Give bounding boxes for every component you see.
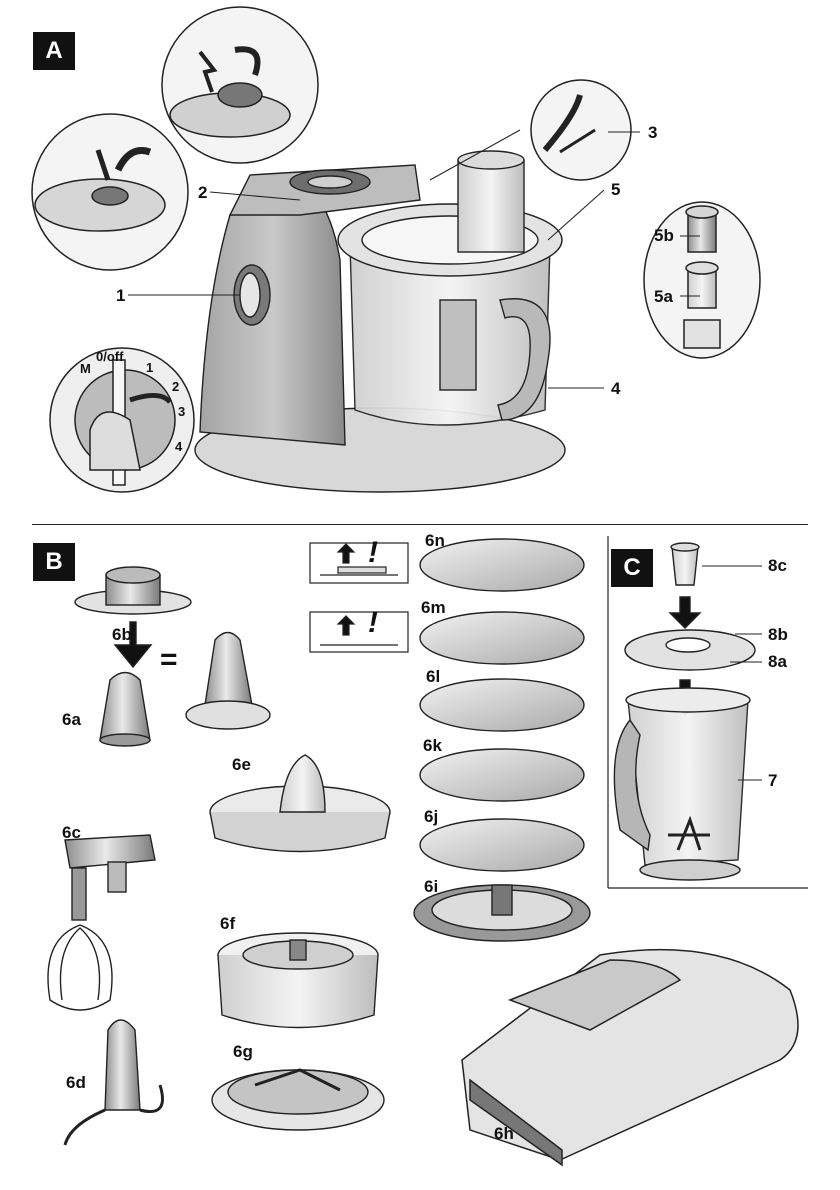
label-6i: 6i (424, 877, 439, 896)
blender-attachment (613, 542, 756, 881)
label-6j: 6j (424, 807, 439, 826)
detail-circle-pusher-parts (643, 201, 761, 359)
slicing-discs (413, 538, 591, 942)
label-6g: 6g (233, 1042, 253, 1061)
label-5: 5 (611, 180, 621, 199)
label-6l: 6l (426, 667, 441, 686)
label-6m: 6m (421, 598, 446, 617)
accessory-storage-box (461, 948, 799, 1167)
label-6a: 6a (62, 710, 81, 729)
dial-step-3: 3 (178, 404, 186, 419)
leader-lines-c (702, 565, 762, 781)
label-6e: 6e (232, 755, 251, 774)
citrus-press (209, 754, 391, 853)
section-badge-b: B (33, 543, 75, 581)
label-7: 7 (768, 771, 778, 790)
grating-insert (217, 932, 379, 1029)
section-divider (32, 524, 808, 525)
leader-lines-a (128, 129, 700, 389)
dial-m-mark: M (80, 361, 91, 376)
whisk-attachment (47, 834, 156, 1011)
label-6b: 6b (112, 625, 132, 644)
detail-circle-lid-lock (161, 6, 319, 164)
label-4: 4 (611, 379, 621, 398)
warning-mark-6m: ! (368, 606, 378, 639)
food-processor-main (194, 150, 566, 493)
height-warning-boxes (309, 542, 409, 653)
dough-kneader-insert (211, 1068, 385, 1131)
label-6k: 6k (423, 736, 442, 755)
label-6c: 6c (62, 823, 81, 842)
label-3: 3 (648, 123, 658, 142)
label-8b: 8b (768, 625, 788, 644)
detail-circle-speed-dial (49, 347, 195, 493)
label-5a: 5a (654, 287, 673, 306)
label-8a: 8a (768, 652, 787, 671)
chopping-blade-assembly (74, 566, 271, 747)
equals-sign: = (160, 643, 178, 676)
label-2: 2 (198, 183, 208, 202)
dial-off-mark: 0/off (96, 349, 124, 364)
section-badge-a: A (33, 32, 75, 70)
label-6f: 6f (220, 914, 236, 933)
detail-circle-lid-open (31, 113, 189, 271)
dial-step-1: 1 (146, 360, 154, 375)
label-8c: 8c (768, 556, 787, 575)
label-6n: 6n (425, 531, 445, 550)
c-frame (607, 536, 808, 889)
kneading-hook (63, 1019, 164, 1146)
detail-circle-cable (530, 79, 632, 181)
label-5b: 5b (654, 226, 674, 245)
label-1: 1 (116, 286, 126, 305)
label-6h: 6h (494, 1124, 514, 1143)
dial-step-2: 2 (172, 379, 180, 394)
dial-step-4: 4 (175, 439, 183, 454)
warning-mark-6n: ! (368, 536, 378, 569)
section-badge-c: C (611, 549, 653, 587)
label-6d: 6d (66, 1073, 86, 1092)
